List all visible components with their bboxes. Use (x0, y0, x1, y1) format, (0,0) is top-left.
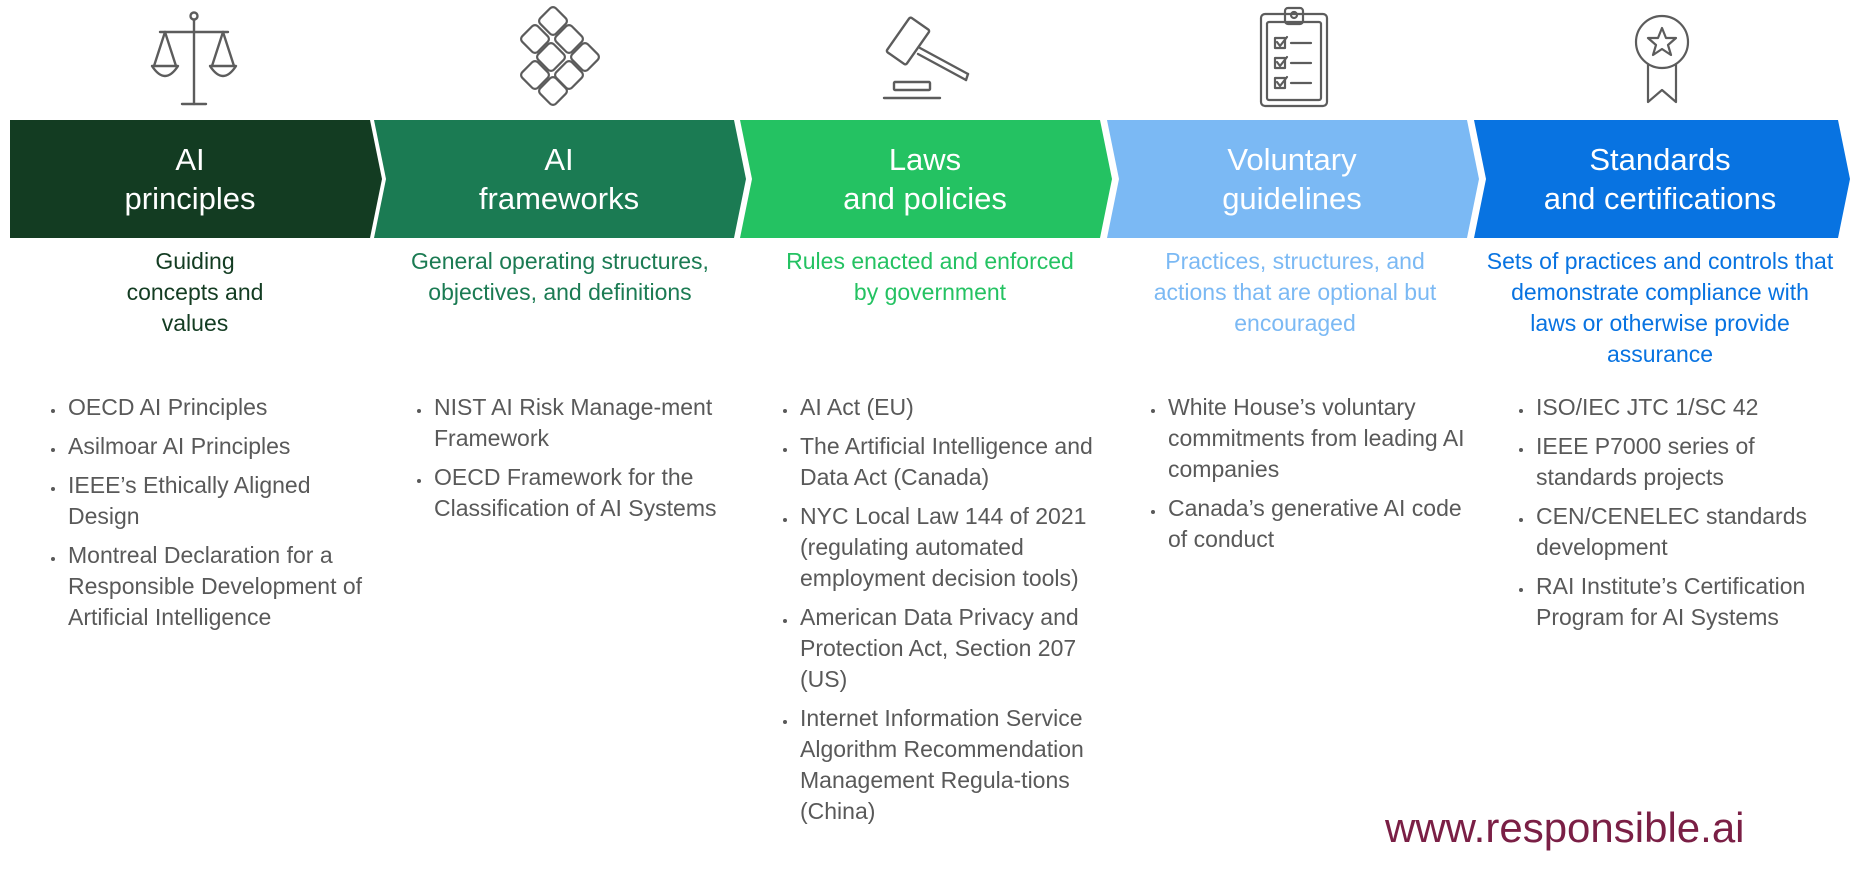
list-item: NIST AI Risk Manage-ment Framework (432, 392, 752, 454)
list-item: RAI Institute’s Certification Program fo… (1534, 571, 1852, 633)
site-url[interactable]: www.responsible.ai (1385, 804, 1745, 851)
voluntary-guidelines-list: White House’s voluntary commitments from… (1140, 392, 1476, 563)
laws-policies-band: Laws and policies (740, 120, 1112, 238)
list-item: ISO/IEC JTC 1/SC 42 (1534, 392, 1852, 423)
list-item: American Data Privacy and Protection Act… (798, 602, 1114, 695)
list-item: AI Act (EU) (798, 392, 1114, 423)
checklist-clipboard-icon (1247, 4, 1343, 108)
list-item: IEEE P7000 series of standards projects (1534, 431, 1852, 493)
list-item: NYC Local Law 144 of 2021 (regulating au… (798, 501, 1114, 594)
laws-policies-title-line2: and policies (843, 181, 1007, 216)
list-item: IEEE’s Ethically Aligned Design (66, 470, 386, 532)
ai-principles-list: OECD AI Principles Asilmoar AI Principle… (40, 392, 386, 641)
list-item: OECD Framework for the Classification of… (432, 462, 752, 524)
voluntary-guidelines-title-line1: Voluntary (1227, 142, 1357, 177)
gavel-icon (876, 4, 976, 108)
laws-policies-title-line1: Laws (888, 142, 962, 177)
ai-frameworks-title-line2: frameworks (478, 181, 640, 216)
voluntary-guidelines-title-line2: guidelines (1222, 181, 1362, 216)
award-ribbon-icon (1614, 4, 1710, 108)
ai-principles-title-line2: principles (124, 181, 256, 216)
list-item: The Artificial Intelligence and Data Act… (798, 431, 1114, 493)
list-item: CEN/CENELEC standards development (1534, 501, 1852, 563)
standards-certifications-band: Standards and certifications (1474, 120, 1850, 238)
ai-frameworks-list: NIST AI Risk Manage-ment Framework OECD … (406, 392, 752, 532)
standards-certifications-description: Sets of practices and controls that demo… (1486, 248, 1834, 367)
ai-principles-band: AI principles (10, 120, 382, 238)
ai-frameworks-description: General operating structures, objectives… (411, 248, 709, 305)
list-item: White House’s voluntary commitments from… (1166, 392, 1476, 485)
scales-icon (146, 4, 242, 108)
interlinked-blocks-icon (512, 4, 608, 108)
ai-principles-description: Guiding concepts and values (126, 248, 264, 336)
list-item: Montreal Declaration for a Responsible D… (66, 540, 386, 633)
ai-frameworks-band: AI frameworks (374, 120, 746, 238)
list-item: Asilmoar AI Principles (66, 431, 386, 462)
laws-policies-description: Rules enacted and enforced by government (786, 248, 1074, 305)
standards-certifications-title-line1: Standards (1589, 142, 1731, 177)
voluntary-guidelines-description: Practices, structures, and actions that … (1153, 248, 1437, 336)
standards-certifications-title-line2: and certifications (1543, 181, 1777, 216)
laws-policies-list: AI Act (EU) The Artificial Intelligence … (772, 392, 1114, 835)
list-item: Internet Information Service Algorithm R… (798, 703, 1114, 827)
voluntary-guidelines-band: Voluntary guidelines (1107, 120, 1479, 238)
standards-certifications-list: ISO/IEC JTC 1/SC 42 IEEE P7000 series of… (1508, 392, 1852, 641)
ai-frameworks-title-line1: AI (544, 142, 574, 177)
list-item: Canada’s generative AI code of conduct (1166, 493, 1476, 555)
ai-principles-title-line1: AI (175, 142, 205, 177)
list-item: OECD AI Principles (66, 392, 386, 423)
